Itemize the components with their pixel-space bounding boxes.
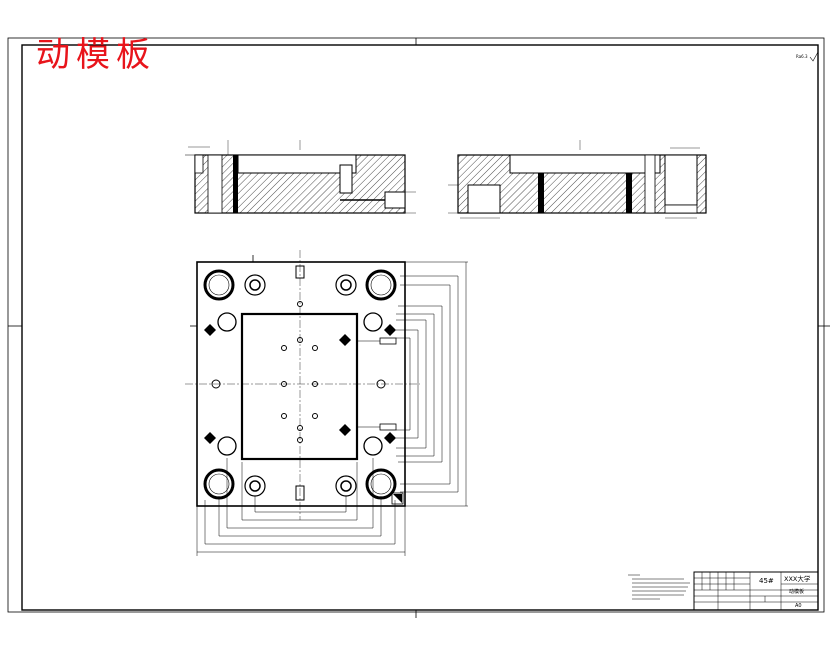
- section-view-left: [185, 140, 416, 214]
- part-name-text: 动模板: [789, 588, 804, 595]
- scale-text: A0: [795, 603, 802, 609]
- school-text: XXX大学: [784, 574, 811, 583]
- technical-notes: [628, 574, 690, 600]
- material-text: 45#: [759, 577, 774, 585]
- section-view-right: [448, 140, 707, 219]
- roughness-mark: Ra6.3: [796, 51, 819, 62]
- plan-view: [185, 250, 420, 520]
- dimension-lines-horizontal: [196, 458, 406, 556]
- sheet-border: [7, 37, 830, 618]
- svg-text:Ra6.3: Ra6.3: [796, 54, 808, 59]
- drawing-title: 动模板: [36, 35, 156, 75]
- dimension-lines-vertical: [396, 261, 468, 507]
- title-block: 45# XXX大学 动模板 A0: [693, 571, 819, 611]
